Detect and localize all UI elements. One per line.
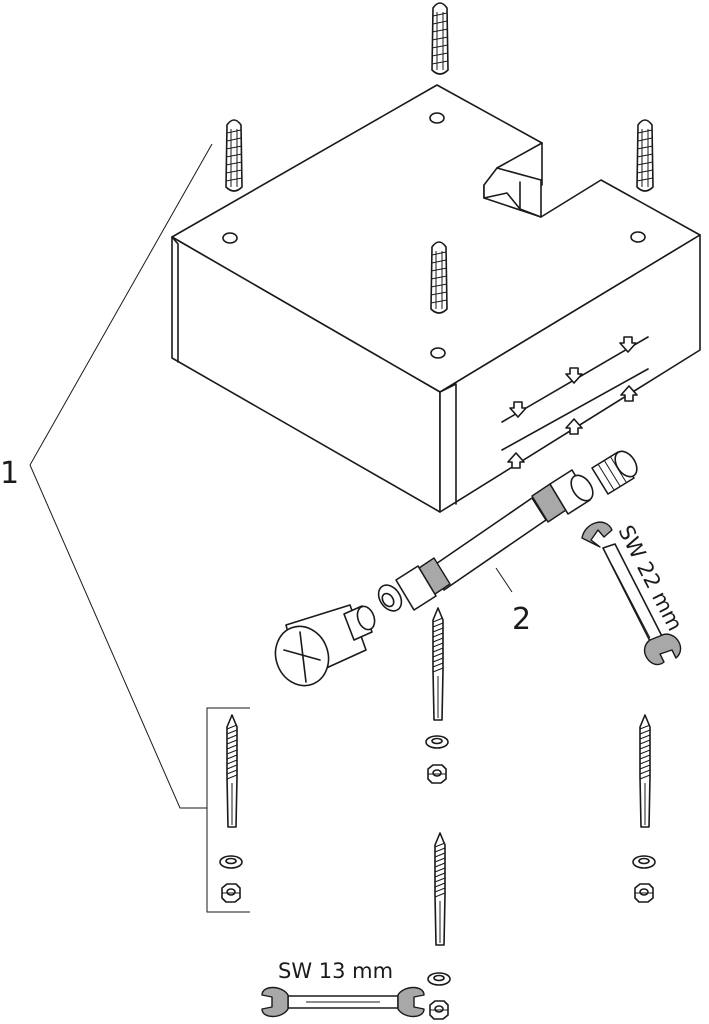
- screw-set-right: [632, 714, 656, 903]
- wrench-small-label: SW 13 mm: [278, 959, 393, 983]
- screw-set-center-bottom: [427, 832, 451, 1020]
- callout-1: 1: [0, 456, 19, 491]
- wall-plug-right: [636, 119, 654, 192]
- wall-plug-top: [431, 2, 449, 75]
- wall-plug-left: [225, 119, 243, 192]
- leader-line-2: [495, 567, 513, 593]
- wrench-sw22: [581, 521, 682, 666]
- sealing-cap: [274, 604, 376, 687]
- group-bracket: [206, 707, 250, 913]
- callout-2: 2: [512, 602, 531, 637]
- wrench-sw13: [261, 986, 425, 1018]
- connection-hose: [377, 450, 638, 612]
- screw-set-center-top: [425, 607, 449, 784]
- wall-plug-center: [430, 241, 448, 314]
- leader-line-1: [29, 143, 213, 809]
- installation-box: [171, 84, 701, 513]
- screw-set-left: [219, 714, 243, 903]
